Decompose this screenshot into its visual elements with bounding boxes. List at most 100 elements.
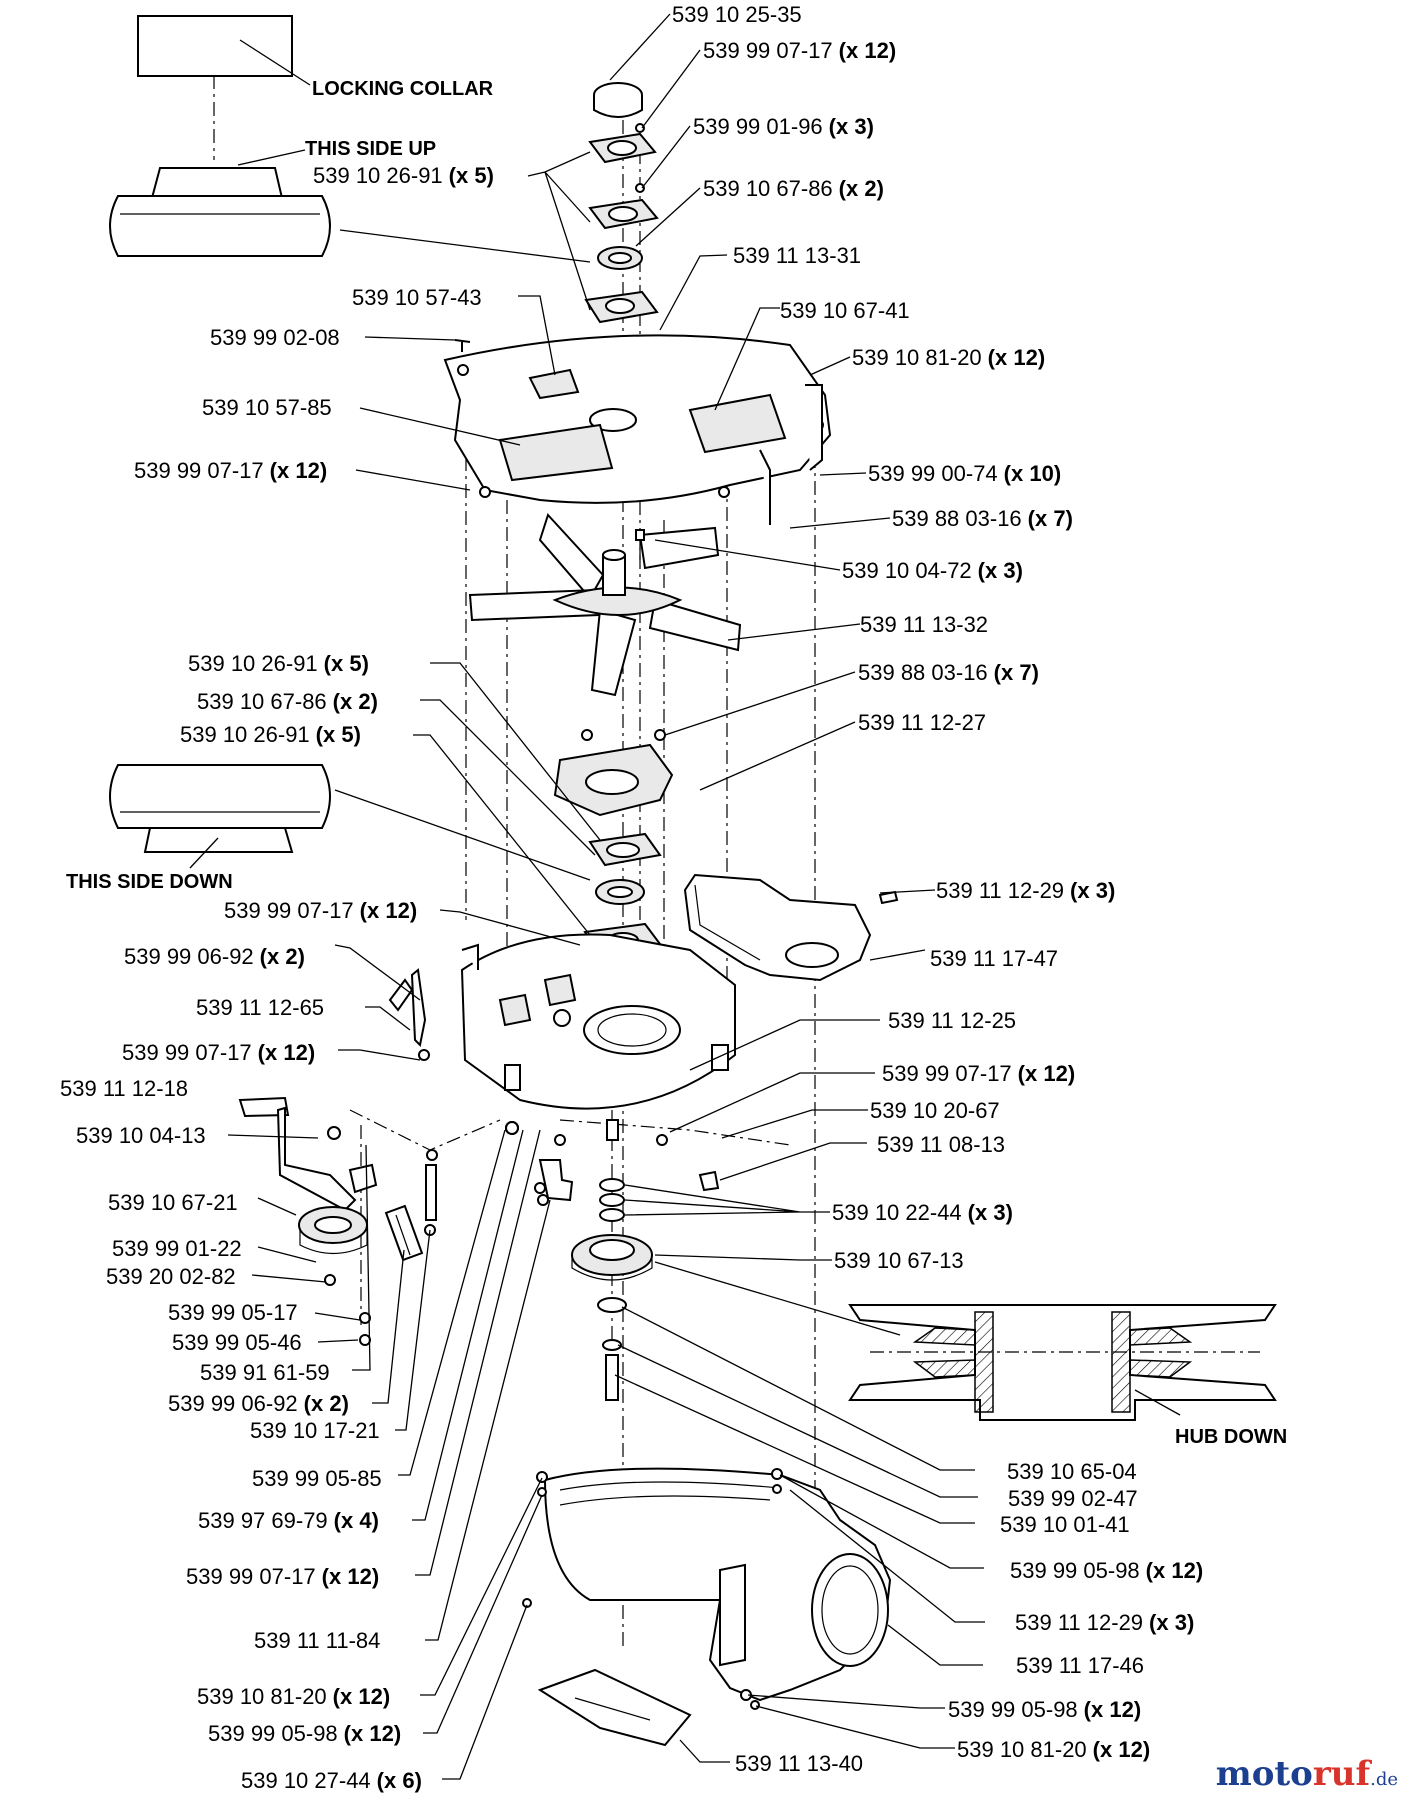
- part-number: 539 11 13-40: [735, 1751, 863, 1776]
- part-quantity: (x 2): [260, 944, 305, 969]
- part-number: 539 10 81-20: [852, 345, 982, 370]
- part-number: 539 99 06-92: [124, 944, 254, 969]
- part-label: 539 99 07-17(x 12): [122, 1040, 315, 1065]
- part-label: 539 10 26-91(x 5): [188, 651, 369, 676]
- part-number: 539 11 17-46: [1016, 1653, 1144, 1678]
- part-quantity: (x 12): [360, 898, 417, 923]
- part-label: 539 88 03-16(x 7): [892, 506, 1073, 531]
- part-label: 539 99 07-17(x 12): [186, 1564, 379, 1589]
- leader-lines: [227, 13, 985, 1780]
- part-number: 539 11 12-29: [1015, 1610, 1143, 1635]
- side-chute: [683, 873, 899, 982]
- part-number: 539 99 05-98: [948, 1697, 1078, 1722]
- part-number: 539 99 05-17: [168, 1300, 298, 1325]
- part-quantity: (x 12): [344, 1721, 401, 1746]
- part-label: 539 11 12-27: [858, 710, 986, 735]
- part-label: 539 99 06-92(x 2): [124, 944, 305, 969]
- part-quantity: (x 12): [333, 1684, 390, 1709]
- part-label: 539 10 27-44(x 6): [241, 1768, 422, 1793]
- watermark-brand-a: moto: [1215, 1754, 1313, 1794]
- part-number: 539 10 26-91: [188, 651, 318, 676]
- part-number: 539 10 04-13: [76, 1123, 206, 1148]
- part-label: 539 99 07-17(x 12): [224, 898, 417, 923]
- top-cover-plate: [443, 334, 832, 525]
- part-quantity: (x 7): [1028, 506, 1073, 531]
- idler-arm-assembly: [238, 968, 519, 1346]
- part-number: 539 11 08-13: [877, 1132, 1005, 1157]
- part-label: 539 99 05-98(x 12): [948, 1697, 1141, 1722]
- part-quantity: (x 4): [334, 1508, 379, 1533]
- part-label: 539 10 67-86(x 2): [703, 176, 884, 201]
- notes: LOCKING COLLAR THIS SIDE UP THIS SIDE DO…: [66, 78, 1287, 1448]
- part-number: 539 10 81-20: [197, 1684, 327, 1709]
- part-number: 539 91 61-59: [200, 1360, 330, 1385]
- part-quantity: (x 7): [994, 660, 1039, 685]
- part-quantity: (x 2): [333, 689, 378, 714]
- part-number: 539 99 05-85: [252, 1466, 382, 1491]
- part-label: 539 99 00-74(x 10): [868, 461, 1061, 486]
- part-number: 539 10 65-04: [1007, 1459, 1137, 1484]
- part-label: 539 99 05-46: [172, 1330, 302, 1355]
- part-quantity: (x 5): [449, 163, 494, 188]
- part-label: 539 11 12-29(x 3): [936, 878, 1115, 903]
- drive-pulley-stack: [534, 1119, 720, 1401]
- part-quantity: (x 3): [1149, 1610, 1194, 1635]
- part-quantity: (x 3): [978, 558, 1023, 583]
- part-number: 539 11 12-25: [888, 1008, 1016, 1033]
- note-locking-collar: LOCKING COLLAR: [312, 78, 494, 100]
- pulley-cross-section: [654, 1261, 1277, 1421]
- part-quantity: (x 12): [1093, 1737, 1150, 1762]
- part-number: 539 99 05-98: [208, 1721, 338, 1746]
- part-number: 539 11 12-18: [60, 1076, 188, 1101]
- part-number: 539 10 57-85: [202, 395, 332, 420]
- part-label: 539 11 17-46: [1016, 1653, 1144, 1678]
- part-quantity: (x 12): [1146, 1558, 1203, 1583]
- part-quantity: (x 3): [829, 114, 874, 139]
- part-label: 539 99 05-85: [252, 1466, 382, 1491]
- watermark-suffix: .de: [1370, 1769, 1398, 1790]
- part-quantity: (x 2): [839, 176, 884, 201]
- part-label: 539 99 01-22: [112, 1236, 242, 1261]
- part-number: 539 10 67-41: [780, 298, 910, 323]
- part-label: 539 99 05-17: [168, 1300, 298, 1325]
- part-label: 539 11 13-40: [735, 1751, 863, 1776]
- part-number: 539 10 67-86: [197, 689, 327, 714]
- part-quantity: (x 12): [1084, 1697, 1141, 1722]
- part-label: 539 99 05-98(x 12): [208, 1721, 401, 1746]
- part-number: 539 99 00-74: [868, 461, 998, 486]
- part-label: 539 10 65-04: [1007, 1459, 1137, 1484]
- part-label: 539 11 13-31: [733, 243, 861, 268]
- part-number: 539 10 27-44: [241, 1768, 371, 1793]
- part-quantity: (x 12): [988, 345, 1045, 370]
- part-label: 539 10 26-91(x 5): [180, 722, 361, 747]
- part-number: 539 99 06-92: [168, 1391, 298, 1416]
- part-label: 539 10 04-13: [76, 1123, 206, 1148]
- part-label: 539 10 01-41: [1000, 1512, 1130, 1537]
- part-label: 539 10 67-41: [780, 298, 910, 323]
- part-number: 539 11 12-65: [196, 995, 324, 1020]
- part-label: 539 10 81-20(x 12): [957, 1737, 1150, 1762]
- part-number: 539 99 05-98: [1010, 1558, 1140, 1583]
- part-number: 539 10 67-21: [108, 1190, 238, 1215]
- part-label: 539 10 25-35: [672, 2, 802, 27]
- lower-bearing-stack: [553, 729, 674, 957]
- locking-collar-illustration: [109, 15, 591, 263]
- part-label: 539 10 67-86(x 2): [197, 689, 378, 714]
- part-label: 539 99 02-08: [210, 325, 340, 350]
- part-label: 539 10 22-44(x 3): [832, 1200, 1013, 1225]
- part-label: 539 99 07-17(x 12): [703, 38, 896, 63]
- part-number: 539 99 07-17: [224, 898, 354, 923]
- part-quantity: (x 3): [968, 1200, 1013, 1225]
- part-label: 539 11 08-13: [877, 1132, 1005, 1157]
- part-number: 539 10 26-91: [180, 722, 310, 747]
- part-label: 539 99 01-96(x 3): [693, 114, 874, 139]
- part-number: 539 99 02-47: [1008, 1486, 1138, 1511]
- part-number: 539 10 25-35: [672, 2, 802, 27]
- top-bearing-stack: [584, 82, 659, 324]
- part-number: 539 10 67-13: [834, 1248, 964, 1273]
- fan-impeller: [468, 513, 742, 697]
- part-number: 539 97 69-79: [198, 1508, 328, 1533]
- part-number: 539 88 03-16: [858, 660, 988, 685]
